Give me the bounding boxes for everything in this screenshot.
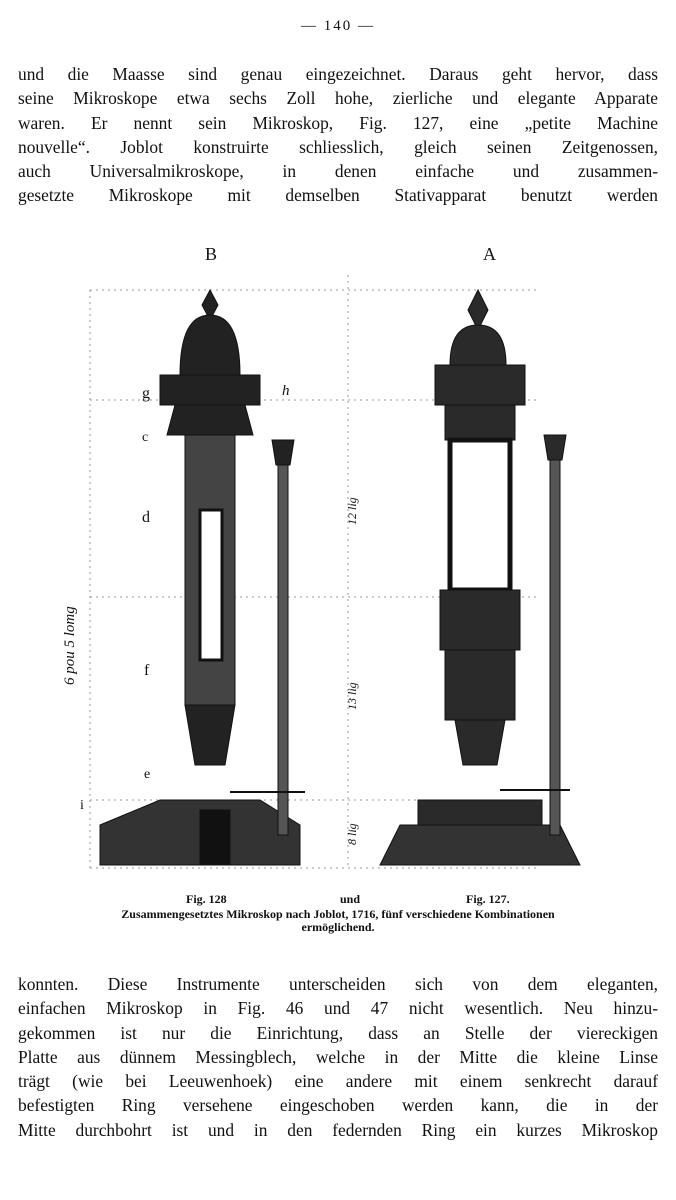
text-line: Platte aus dünnem Messingblech, welche i… [18, 1046, 658, 1067]
label-b: B [205, 244, 217, 264]
label-a: A [483, 244, 496, 264]
part-label-i: i [80, 798, 84, 813]
fig-label-right: Fig. 127. [466, 892, 510, 906]
handwritten-scale-3: 8 lig [345, 823, 359, 845]
part-label-g: g [142, 385, 150, 402]
text-line: seine Mikroskope etwa sechs Zoll hohe, z… [18, 88, 658, 109]
text-line: Mitte durchbohrt ist und in den federnde… [18, 1119, 658, 1140]
caption-line: ermöglichend. [301, 920, 375, 934]
part-label-c: c [142, 430, 148, 445]
text-line: befestigten Ring versehene eingeschoben … [18, 1095, 658, 1116]
part-label-e: e [144, 767, 150, 782]
text-line: auch Universalmikroskope, in denen einfa… [18, 161, 658, 182]
text-line: einfachen Mikroskop in Fig. 46 und 47 ni… [18, 998, 658, 1019]
text-line: und die Maasse sind genau eingezeichnet.… [18, 64, 658, 84]
handwritten-scale-left: 6 pou 5 lomg [62, 606, 78, 685]
caption-line: Zusammengesetztes Mikroskop nach Joblot,… [121, 907, 555, 921]
microscope-b [99, 288, 305, 866]
handwritten-scale-2: 13 lig [345, 682, 359, 710]
bottom-paragraph: konnten. Diese Instrumente unterscheiden… [18, 972, 658, 1142]
part-label-d: d [142, 509, 150, 526]
text-line: gekommen ist nur die Einrichtung, dass a… [18, 1022, 658, 1043]
microscope-illustration: B A g h c d f e i 6 pou 5 lomg 12 lig 13… [62, 244, 581, 869]
text-line: waren. Er nennt sein Mikroskop, Fig. 127… [18, 112, 658, 133]
fig-label-left: Fig. 128 [186, 892, 227, 906]
text-line: gesetzte Mikroskope mit demselben Stativ… [18, 185, 658, 206]
top-paragraph: und die Maasse sind genau eingezeichnet.… [18, 62, 658, 208]
text-line: trägt (wie bei Leeuwenhoek) eine andere … [18, 1071, 658, 1092]
part-label-h: h [282, 383, 290, 399]
text-line: konnten. Diese Instrumente unterscheiden… [18, 974, 658, 994]
fig-label-and: und [340, 892, 361, 906]
figure-caption: Zusammengesetztes Mikroskop nach Joblot,… [0, 908, 676, 934]
text-line: nouvelle“. Joblot konstruirte schliessli… [18, 136, 658, 157]
handwritten-scale-1: 12 lig [345, 497, 359, 525]
measurement-lines [89, 275, 540, 869]
page-number: — 140 — [301, 18, 375, 34]
microscope-a [379, 288, 581, 866]
part-label-f: f [144, 662, 150, 679]
